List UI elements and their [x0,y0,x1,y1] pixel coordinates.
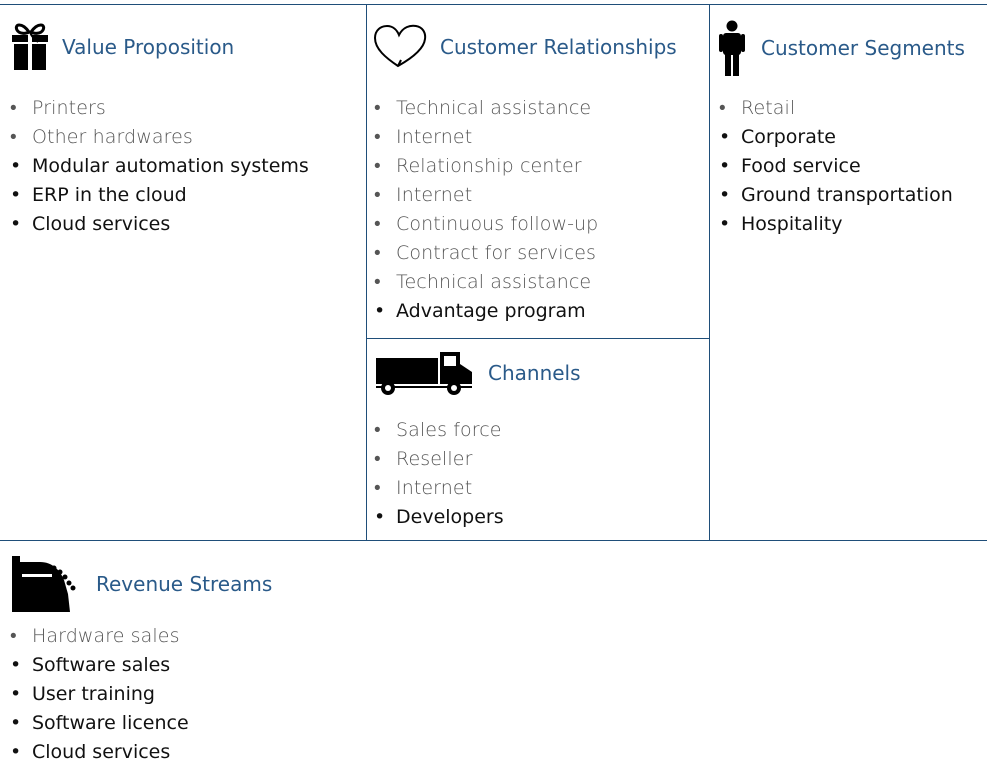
list-item: Food service [717,152,953,181]
channels-cell: Channels Sales forceResellerInternetDeve… [366,338,709,540]
top-border [0,4,987,5]
list-item: Internet [372,181,598,210]
list-item: Corporate [717,123,953,152]
truck-icon [374,350,474,396]
value-proposition-list: PrintersOther hardwaresModular automatio… [8,94,309,239]
list-item: Retail [717,94,953,123]
customer-relationships-title: Customer Relationships [440,35,677,59]
list-item: Contract for services [372,239,598,268]
list-item: Technical assistance [372,268,598,297]
list-item: Ground transportation [717,181,953,210]
list-item: Other hardwares [8,123,309,152]
cash-register-icon [12,554,78,614]
customer-segments-list: RetailCorporateFood serviceGround transp… [717,94,953,239]
revenue-streams-list: Hardware salesSoftware salesUser trainin… [8,622,189,767]
person-icon [719,20,745,76]
list-item: User training [8,680,189,709]
customer-segments-cell: Customer Segments RetailCorporateFood se… [709,4,987,540]
list-item: Advantage program [372,297,598,326]
revenue-streams-header: Revenue Streams [12,554,272,614]
list-item: Software sales [8,651,189,680]
channels-list: Sales forceResellerInternetDevelopers [372,416,504,532]
customer-relationships-list: Technical assistanceInternetRelationship… [372,94,598,326]
list-item: Printers [8,94,309,123]
customer-relationships-header: Customer Relationships [372,24,677,70]
divider-channels [366,338,709,339]
list-item: Developers [372,503,504,532]
revenue-streams-title: Revenue Streams [96,572,273,596]
list-item: Internet [372,474,504,503]
channels-title: Channels [488,361,581,385]
list-item: Relationship center [372,152,598,181]
list-item: Technical assistance [372,94,598,123]
list-item: Internet [372,123,598,152]
list-item: Sales force [372,416,504,445]
revenue-streams-cell: Revenue Streams Hardware salesSoftware s… [0,540,987,778]
list-item: ERP in the cloud [8,181,309,210]
channels-header: Channels [374,350,581,396]
customer-segments-title: Customer Segments [761,36,965,60]
list-item: Continuous follow-up [372,210,598,239]
customer-segments-header: Customer Segments [719,20,965,76]
divider-right [709,4,710,540]
gift-icon [10,22,50,72]
customer-relationships-cell: Customer Relationships Technical assista… [366,4,709,338]
list-item: Reseller [372,445,504,474]
list-item: Hospitality [717,210,953,239]
list-item: Hardware sales [8,622,189,651]
divider-left [366,4,367,540]
value-proposition-title: Value Proposition [62,35,235,59]
value-proposition-header: Value Proposition [10,22,234,72]
list-item: Cloud services [8,210,309,239]
list-item: Software licence [8,709,189,738]
value-proposition-cell: Value Proposition PrintersOther hardware… [0,4,366,540]
divider-bottom [0,540,987,541]
list-item: Cloud services [8,738,189,767]
heart-icon [372,24,428,70]
list-item: Modular automation systems [8,152,309,181]
